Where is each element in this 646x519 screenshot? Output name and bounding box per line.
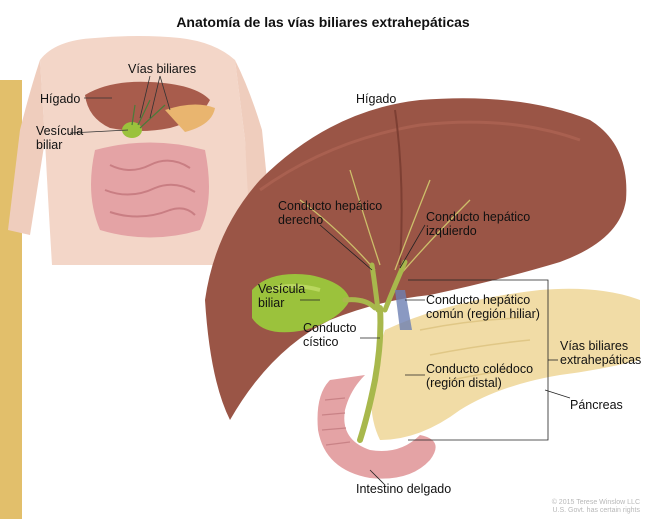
label-vesicula-line2: biliar [258, 296, 284, 310]
credit-line1: © 2015 Terese Winslow LLC [552, 499, 640, 507]
inset-label-higado: Hígado [40, 92, 80, 106]
label-intestino-delgado: Intestino delgado [356, 482, 451, 496]
label-conducto-hepatico-comun-line2: común (región hiliar) [426, 307, 540, 321]
label-conducto-hepatico-derecho-line2: derecho [278, 213, 323, 227]
label-conducto-coledoco-line1: Conducto colédoco [426, 362, 533, 376]
page-title: Anatomía de las vías biliares extrahepát… [0, 14, 646, 30]
inset-label-vesicula-line1: Vesícula [36, 124, 83, 138]
label-conducto-hepatico-izquierdo-line1: Conducto hepático [426, 210, 530, 224]
label-vias-extrahepaticas-line1: Vías biliares [560, 339, 628, 353]
inset-label-vias-biliares: Vías biliares [128, 62, 196, 76]
copyright-credit: © 2015 Terese Winslow LLC U.S. Govt. has… [552, 499, 640, 515]
inset-label-vesicula-line2: biliar [36, 138, 62, 152]
label-vesicula-line1: Vesícula [258, 282, 305, 296]
label-vias-extrahepaticas-line2: extrahepáticas [560, 353, 641, 367]
label-higado: Hígado [356, 92, 396, 106]
label-conducto-hepatico-derecho-line1: Conducto hepático [278, 199, 382, 213]
label-conducto-coledoco-line2: (región distal) [426, 376, 502, 390]
label-conducto-cistico-line2: cístico [303, 335, 338, 349]
label-pancreas: Páncreas [570, 398, 623, 412]
label-conducto-cistico-line1: Conducto [303, 321, 357, 335]
credit-line2: U.S. Govt. has certain rights [552, 507, 640, 515]
label-conducto-hepatico-izquierdo-line2: izquierdo [426, 224, 477, 238]
label-conducto-hepatico-comun-line1: Conducto hepático [426, 293, 530, 307]
